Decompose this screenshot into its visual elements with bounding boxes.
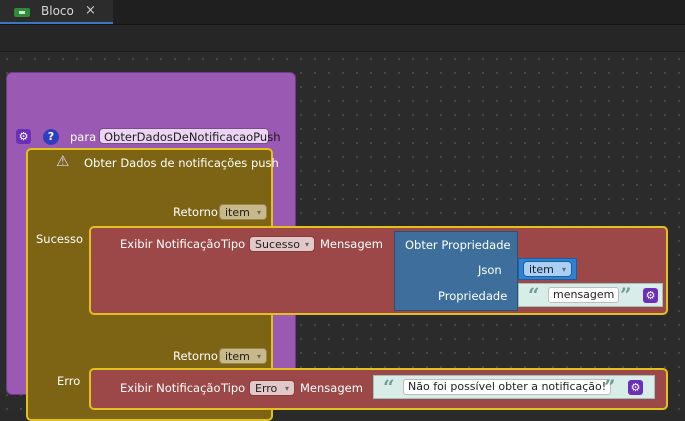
notify-error-label: Exibir Notificação [120,381,221,395]
tab-bloco[interactable]: Bloco × [0,0,113,24]
error-label: Erro [57,374,81,388]
open-quote-icon: “ [383,375,395,399]
blocks-icon [14,8,30,17]
property-string-block[interactable]: “ mensagem ” ⚙ [518,283,663,307]
return-var-success-dropdown[interactable]: item ▾ [219,204,267,220]
notify-error-tipo-label: Tipo [221,381,246,395]
chevron-down-icon: ▾ [256,208,261,217]
warning-icon[interactable]: ⚠ [56,152,70,170]
get-property-title: Obter Propriedade [405,238,511,252]
notify-success-tipo-value: Sucesso [255,238,300,251]
json-label: Json [478,263,502,277]
get-notification-title: Obter Dados de notificações push [84,156,279,170]
notify-success-tipo-dropdown[interactable]: Sucesso ▾ [249,236,315,252]
error-message-field[interactable]: Não foi possível obter a notificação! [403,379,612,395]
procedure-name-field[interactable]: ObterDadosDeNotificacaoPush [99,128,281,144]
chevron-down-icon: ▾ [304,240,309,249]
close-quote-icon: ” [620,283,632,307]
tab-title: Bloco [41,4,74,18]
notify-success-message-label: Mensagem [320,237,383,251]
json-var-dropdown[interactable]: item ▾ [523,261,572,277]
property-label: Propriedade [438,289,508,303]
close-icon[interactable]: × [85,3,96,18]
notify-error-message-label: Mensagem [300,381,363,395]
help-icon[interactable]: ? [43,129,59,145]
notify-error-tipo-value: Erro [255,382,278,395]
tab-bar: Bloco × [0,0,685,25]
gear-icon[interactable]: ⚙ [643,288,658,303]
toolbar [0,25,685,52]
return-var-success-value: item [225,206,250,219]
chevron-down-icon: ▾ [561,265,566,274]
procedure-keyword: para [70,130,97,144]
success-label: Sucesso [36,232,84,246]
return-label-error: Retorno [173,349,218,363]
chevron-down-icon: ▾ [256,352,261,361]
notify-success-label: Exibir Notificação [120,237,221,251]
gear-icon[interactable]: ⚙ [628,380,643,395]
close-quote-icon: ” [604,375,616,399]
blockly-workspace[interactable]: ⚙ ? para ObterDadosDeNotificacaoPush ⚠ O… [0,52,685,421]
return-var-error-value: item [225,350,250,363]
error-message-string-block[interactable]: “ Não foi possível obter a notificação! … [373,375,655,399]
open-quote-icon: “ [528,283,540,307]
gear-icon[interactable]: ⚙ [16,129,31,144]
return-label-success: Retorno [173,205,218,219]
get-property-block[interactable] [394,231,518,311]
notify-error-tipo-dropdown[interactable]: Erro ▾ [249,380,295,396]
return-var-error-dropdown[interactable]: item ▾ [219,348,267,364]
property-value-field[interactable]: mensagem [548,287,620,303]
chevron-down-icon: ▾ [284,384,289,393]
json-var-value: item [529,263,554,276]
notify-success-tipo-label: Tipo [221,237,246,251]
